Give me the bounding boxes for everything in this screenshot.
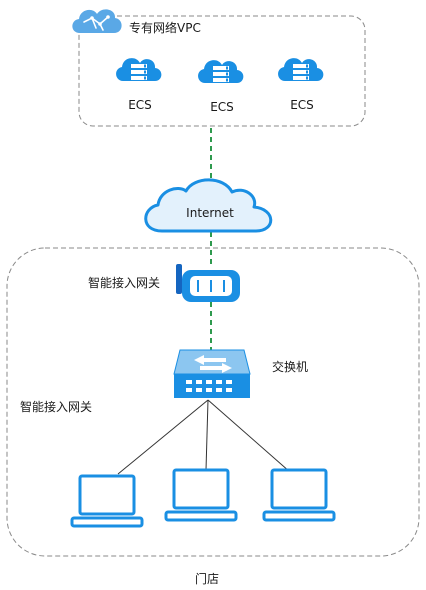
laptop-icon-1 (70, 474, 144, 528)
internet-cloud-icon (144, 178, 273, 233)
switch-to-laptop-2-link (205, 399, 209, 471)
smart-gateway-icon (176, 264, 240, 302)
vpc-title: 专有网络VPC (129, 21, 201, 35)
switch-label: 交换机 (272, 360, 309, 374)
switch-to-laptop-3-link (207, 399, 291, 473)
laptop-icon-2 (164, 468, 238, 522)
store-container (6, 247, 420, 557)
ecs-label-2: ECS (210, 100, 234, 114)
store-label: 门店 (194, 572, 220, 586)
ecs-label-3: ECS (290, 98, 314, 112)
ecs-label-1: ECS (128, 98, 152, 112)
ecs-server-icon-3 (278, 58, 324, 81)
gateway-label: 智能接入网关 (88, 276, 161, 290)
store-side-label: 智能接入网关 (20, 400, 93, 414)
laptop-icon-3 (262, 468, 336, 522)
ecs-server-icon-2 (198, 60, 244, 83)
ecs-server-icon-1 (116, 58, 162, 81)
vpc-cloud-icon (72, 9, 122, 33)
internet-label: Internet (186, 206, 234, 220)
switch-icon (173, 349, 251, 398)
vpc-container (78, 15, 366, 127)
switch-to-laptop-1-link (117, 399, 209, 475)
